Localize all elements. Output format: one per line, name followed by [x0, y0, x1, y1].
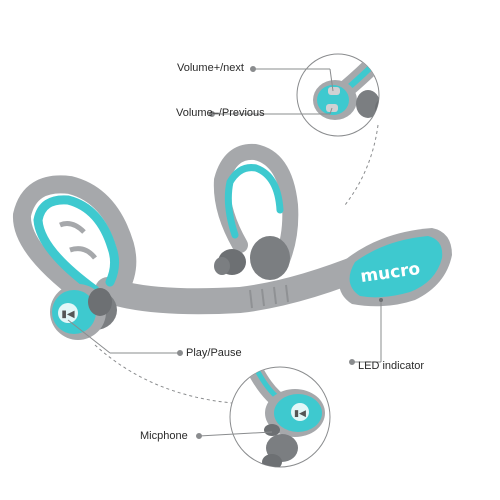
- headset-body: mucro ▮◀: [13, 143, 452, 340]
- mic-button[interactable]: [291, 403, 309, 421]
- zoom-circle-volume: [296, 53, 380, 137]
- callout-play-pause: Play/Pause: [186, 347, 242, 359]
- skip-back-icon: ▮◀: [294, 409, 306, 419]
- left-earbud: ▮◀: [50, 284, 117, 340]
- microphone-hole: [264, 424, 280, 436]
- dashed-connector-bottom: [94, 344, 233, 404]
- callout-volume-down: Volume–/Previous: [176, 107, 265, 119]
- leader-mic: [198, 431, 273, 437]
- right-earbud: [214, 236, 290, 280]
- play-pause-button[interactable]: [58, 303, 78, 323]
- led-indicator: [379, 298, 383, 302]
- zoom-circle-mic: ▮◀: [229, 366, 331, 468]
- callout-microphone: Micphone: [140, 430, 188, 442]
- dashed-connector-top: [344, 124, 379, 206]
- callout-volume-up: Volume+/next: [177, 62, 244, 74]
- leader-play-pause: [67, 319, 111, 354]
- skip-back-icon: ▮◀: [61, 309, 75, 320]
- volume-up-button[interactable]: [328, 87, 340, 95]
- callout-led: LED indicator: [358, 360, 425, 372]
